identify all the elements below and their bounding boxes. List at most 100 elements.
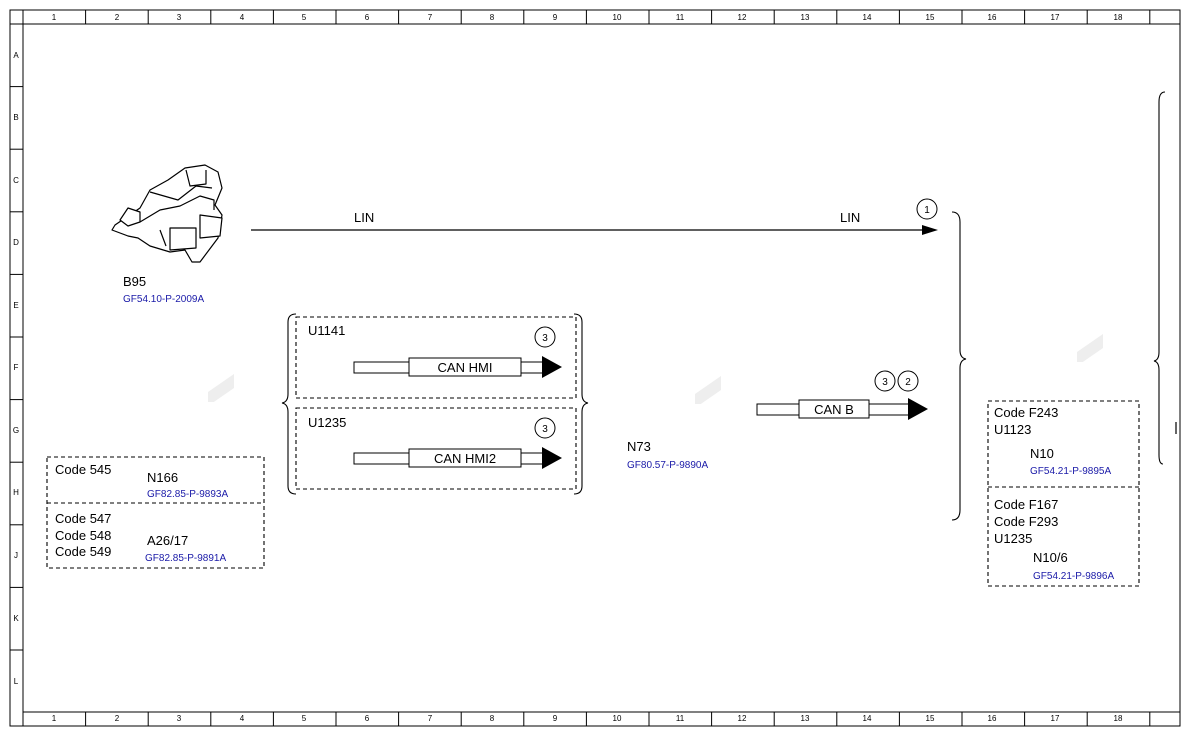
column-label: 13 bbox=[801, 13, 810, 22]
column-label: 4 bbox=[240, 714, 245, 723]
column-label: 12 bbox=[738, 714, 747, 723]
column-label: 2 bbox=[115, 13, 120, 22]
note-marker-2 bbox=[897, 370, 919, 392]
row-label: H bbox=[13, 488, 19, 497]
left-group-brace bbox=[281, 313, 297, 495]
u1141-code: U1141 bbox=[308, 323, 345, 338]
note-marker-3 bbox=[874, 370, 896, 392]
row-label: E bbox=[13, 301, 18, 310]
column-label: 6 bbox=[365, 714, 370, 723]
n166-name: N166 bbox=[147, 470, 178, 485]
row-label: K bbox=[13, 614, 19, 623]
column-label: 9 bbox=[553, 714, 558, 723]
n166-code: Code 545 bbox=[55, 462, 111, 477]
continuation-brace bbox=[1153, 91, 1166, 465]
lin-label-left: LIN bbox=[354, 210, 374, 225]
note-number: 1 bbox=[924, 205, 930, 216]
lin-label-right: LIN bbox=[840, 210, 860, 225]
column-label: 11 bbox=[676, 714, 685, 723]
a2617-code: Code 548 bbox=[55, 528, 111, 543]
can-hmi-label-box bbox=[408, 357, 522, 377]
row-label: A bbox=[13, 51, 19, 60]
note-marker-3 bbox=[534, 417, 556, 439]
column-label: 5 bbox=[302, 714, 307, 723]
can-b-label-box bbox=[798, 399, 870, 419]
can-b-label: CAN B bbox=[814, 402, 854, 417]
column-label: 7 bbox=[428, 13, 433, 22]
can-hmi-arrowhead bbox=[542, 356, 562, 378]
column-label: 4 bbox=[240, 13, 245, 22]
can-hmi2-label: CAN HMI2 bbox=[434, 451, 496, 466]
column-label: 6 bbox=[365, 13, 370, 22]
column-ruler-top: 1 2 3 4 5 6 7 8 9 10 11 12 13 14 15 16 1… bbox=[52, 13, 1123, 22]
n106-ref-link[interactable]: GF54.21-P-9896A bbox=[1033, 571, 1114, 582]
a2617-code: Code 547 bbox=[55, 511, 111, 526]
a2617-name: A26/17 bbox=[147, 533, 188, 548]
note-marker-1 bbox=[916, 198, 938, 220]
u1235-box bbox=[295, 407, 577, 490]
row-label: L bbox=[14, 677, 19, 686]
column-label: 5 bbox=[302, 13, 307, 22]
row-label: D bbox=[13, 238, 19, 247]
column-label: 15 bbox=[926, 714, 935, 723]
ruler-ticks bbox=[10, 10, 1151, 726]
column-label: 15 bbox=[926, 13, 935, 22]
can-hmi-label: CAN HMI bbox=[438, 360, 493, 375]
a2617-code: Code 549 bbox=[55, 544, 111, 559]
column-label: 14 bbox=[863, 714, 872, 723]
column-label: 11 bbox=[676, 13, 685, 22]
right-input-brace bbox=[951, 211, 967, 521]
note-number: 2 bbox=[905, 377, 911, 388]
column-label: 2 bbox=[115, 714, 120, 723]
note-number: 3 bbox=[542, 333, 548, 344]
column-label: 16 bbox=[988, 13, 997, 22]
column-label: 13 bbox=[801, 714, 810, 723]
row-label: C bbox=[13, 176, 19, 185]
column-label: 17 bbox=[1051, 714, 1060, 723]
b95-ref-link[interactable]: GF54.10-P-2009A bbox=[123, 294, 204, 305]
column-label: 1 bbox=[52, 13, 57, 22]
note-marker-3 bbox=[534, 326, 556, 348]
n166-a2617-box bbox=[46, 456, 265, 569]
n73-ecu-icon bbox=[605, 376, 727, 412]
n166-a2617-ecu-icon bbox=[118, 374, 240, 410]
b95-sensor-icon bbox=[111, 164, 223, 263]
column-label: 7 bbox=[428, 714, 433, 723]
n10-code: Code F243 bbox=[994, 405, 1058, 420]
n73-name: N73 bbox=[627, 439, 651, 454]
column-label: 3 bbox=[177, 13, 182, 22]
lin-arrowhead bbox=[922, 225, 938, 235]
b95-name: B95 bbox=[123, 274, 146, 289]
row-label: F bbox=[14, 363, 19, 372]
a2617-ref-link[interactable]: GF82.85-P-9891A bbox=[145, 553, 226, 564]
u1141-box bbox=[295, 316, 577, 399]
column-label: 18 bbox=[1114, 714, 1123, 723]
row-ruler: A B C D E F G H J K L bbox=[13, 51, 19, 686]
column-label: 8 bbox=[490, 714, 495, 723]
n10-ref-link[interactable]: GF54.21-P-9895A bbox=[1030, 466, 1111, 477]
outer-frame bbox=[9, 9, 1181, 727]
n10-code: U1123 bbox=[994, 422, 1031, 437]
n10-name: N10 bbox=[1030, 446, 1054, 461]
right-group-brace bbox=[573, 313, 589, 495]
can-hmi2-label-box bbox=[408, 448, 522, 468]
row-label: J bbox=[14, 551, 18, 560]
inner-frame bbox=[22, 23, 1181, 713]
column-label: 12 bbox=[738, 13, 747, 22]
u1235-code: U1235 bbox=[308, 415, 346, 430]
n10-ecu-icon bbox=[987, 334, 1109, 370]
column-label: 1 bbox=[52, 714, 57, 723]
column-label: 8 bbox=[490, 13, 495, 22]
column-label: 9 bbox=[553, 13, 558, 22]
column-label: 10 bbox=[613, 13, 622, 22]
n73-ref-link[interactable]: GF80.57-P-9890A bbox=[627, 460, 708, 471]
n166-ref-link[interactable]: GF82.85-P-9893A bbox=[147, 489, 228, 500]
row-label: B bbox=[13, 113, 18, 122]
can-b-arrowhead bbox=[908, 398, 928, 420]
row-label: G bbox=[13, 426, 19, 435]
column-label: 18 bbox=[1114, 13, 1123, 22]
column-label: 10 bbox=[613, 714, 622, 723]
n106-code: Code F167 bbox=[994, 497, 1058, 512]
